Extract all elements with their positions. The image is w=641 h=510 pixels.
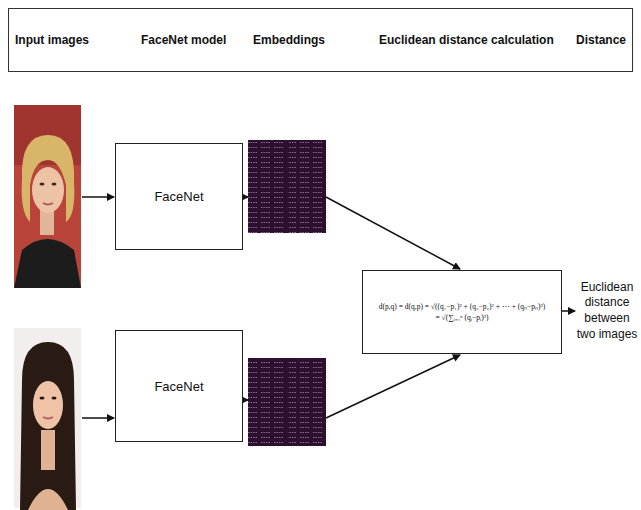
- column-heading: Euclidean distance calculation: [379, 33, 554, 47]
- box-label: FaceNet: [154, 189, 203, 204]
- arrow: [326, 355, 460, 418]
- formula-text: = √(∑ᵢ₌₁ⁿ (qᵢ−pᵢ)²): [435, 312, 488, 323]
- embedding-column-gap: [286, 140, 289, 233]
- embedding-column-gap: [286, 358, 289, 446]
- face-photo: [14, 328, 81, 510]
- arrow: [326, 197, 460, 269]
- formula-box: d(p,q) = d(q,p) = √((q₁−p₁)² + (q₂−p₂)² …: [362, 270, 562, 354]
- embedding-matrix: [248, 140, 326, 233]
- arrow: [243, 196, 248, 198]
- model-box: FaceNet: [115, 330, 243, 442]
- embedding-matrix: [248, 358, 326, 446]
- column-heading: Input images: [15, 33, 89, 47]
- header-band: Input images FaceNet model Embeddings Eucli…: [8, 8, 633, 72]
- arrow: [82, 196, 114, 198]
- column-heading: Embeddings: [253, 33, 325, 47]
- column-heading: Distance: [576, 33, 626, 47]
- formula-text: d(p,q) = d(q,p) = √((q₁−p₁)² + (q₂−p₂)² …: [379, 301, 546, 312]
- box-label: FaceNet: [154, 379, 203, 394]
- face-photo: [14, 105, 81, 288]
- arrow: [243, 399, 248, 401]
- column-heading: FaceNet model: [141, 33, 226, 47]
- model-box: FaceNet: [115, 143, 243, 250]
- arrow: [562, 310, 575, 312]
- output-label: Euclidean distance between two images: [576, 280, 638, 342]
- arrow: [82, 417, 114, 419]
